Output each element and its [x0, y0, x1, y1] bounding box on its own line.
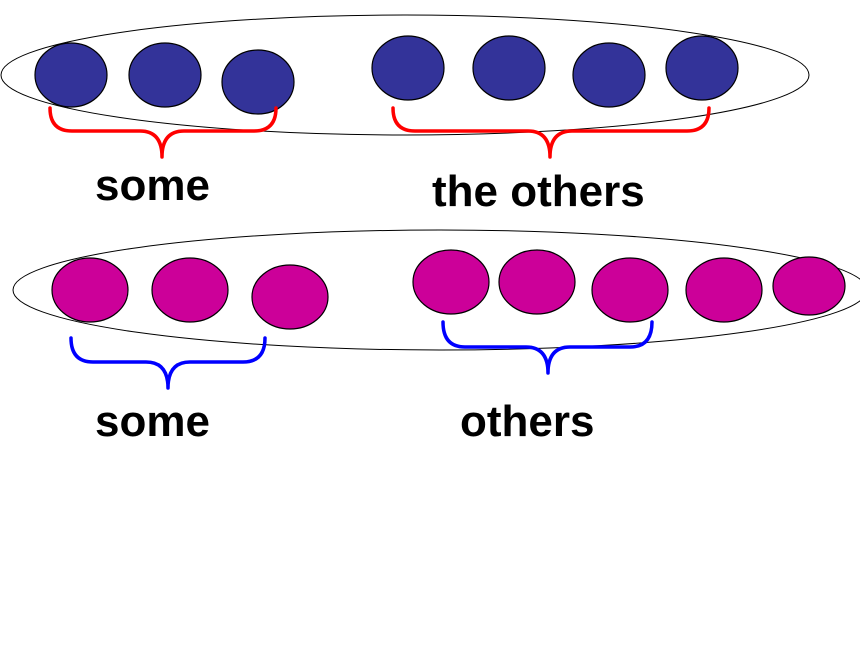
top-navy-circle-2 [128, 42, 202, 108]
bottom-magenta-circle-7 [685, 257, 763, 323]
label-others: others [460, 397, 595, 446]
top-group-ellipse [0, 14, 810, 136]
top-navy-circle-6 [572, 42, 646, 108]
bottom-group-ellipse [12, 229, 860, 351]
bottom-left-blue-brace [69, 336, 267, 390]
label-the-others: the others [432, 167, 645, 216]
top-left-red-brace [48, 106, 278, 159]
bottom-magenta-circle-2 [151, 257, 229, 323]
top-navy-circle-4 [371, 35, 445, 101]
bottom-magenta-circle-4 [412, 249, 490, 315]
top-navy-circle-5 [472, 35, 546, 101]
bottom-right-blue-brace [441, 320, 654, 375]
bottom-group [12, 229, 860, 390]
top-navy-circle-1 [34, 42, 108, 108]
bottom-magenta-circle-1 [51, 257, 129, 323]
top-right-red-brace [391, 106, 711, 159]
label-some-bottom: some [95, 397, 210, 446]
label-some-top: some [95, 161, 210, 210]
bottom-magenta-circle-5 [498, 249, 576, 315]
top-navy-circle-7 [665, 35, 739, 101]
bottom-magenta-circle-6 [591, 257, 669, 323]
bottom-magenta-circle-3 [251, 264, 329, 330]
bottom-magenta-circle-8 [772, 256, 846, 316]
top-group [0, 14, 810, 159]
top-navy-circle-3 [221, 49, 295, 115]
